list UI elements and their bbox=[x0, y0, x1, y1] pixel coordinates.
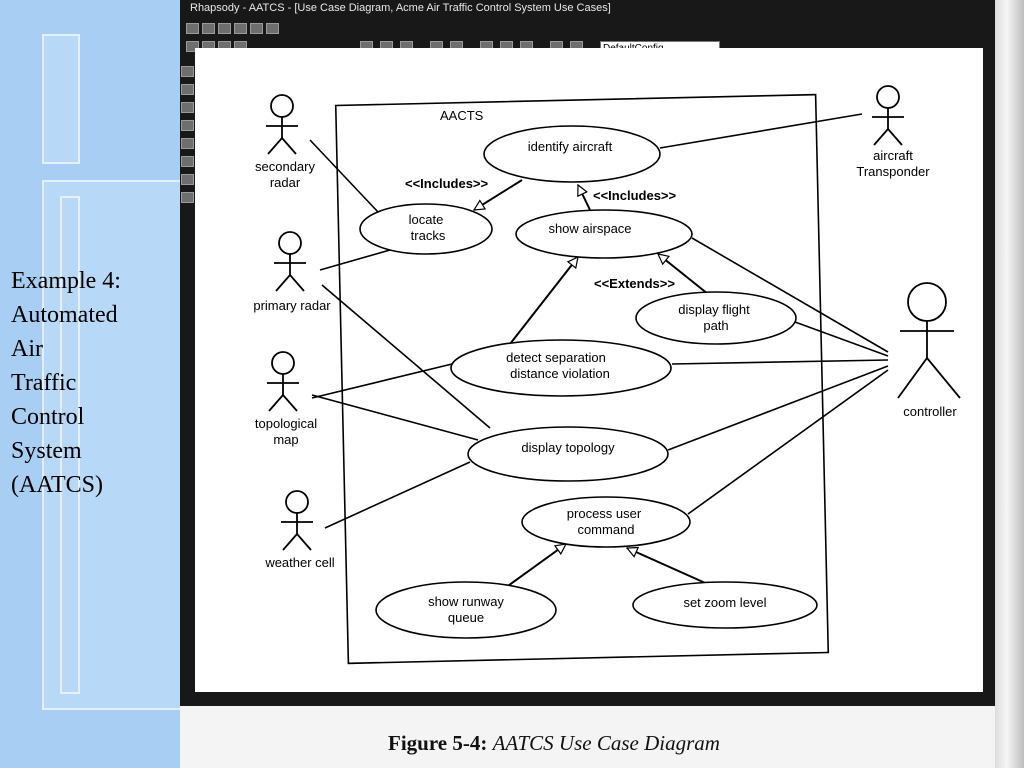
use-case-label: path bbox=[703, 318, 728, 333]
toolbar-icon[interactable] bbox=[266, 23, 279, 34]
toolbar-icon[interactable] bbox=[181, 192, 194, 203]
association-line bbox=[321, 284, 491, 429]
dependency-arrows bbox=[474, 179, 713, 589]
use-case-label: command bbox=[577, 522, 634, 537]
use-case-label: show runway bbox=[428, 594, 504, 609]
toolbar-icon[interactable] bbox=[181, 174, 194, 185]
toolbar-icon[interactable] bbox=[250, 23, 263, 34]
association-line bbox=[309, 139, 379, 213]
actor-aircraft-transponder[interactable]: aircraft Transponder bbox=[856, 85, 930, 179]
figure-title: AATCS Use Case Diagram bbox=[492, 731, 720, 755]
toolbar-icon[interactable] bbox=[181, 84, 194, 95]
actor-label: radar bbox=[270, 175, 301, 190]
actor-controller[interactable]: controller bbox=[897, 282, 961, 419]
toolbar-icon[interactable] bbox=[186, 23, 199, 34]
use-case-identify-aircraft[interactable]: identify aircraft bbox=[483, 125, 661, 183]
slide-title-line: Control bbox=[11, 404, 85, 430]
system-boundary bbox=[334, 93, 830, 665]
slide-title-line: Traffic bbox=[11, 370, 77, 396]
use-case-label: identify aircraft bbox=[528, 139, 613, 154]
slide-title-line: Example 4: bbox=[11, 268, 121, 294]
decorative-bar-top bbox=[42, 34, 80, 164]
actor-label: weather cell bbox=[264, 555, 334, 570]
association-line bbox=[659, 113, 863, 149]
actor-label: Transponder bbox=[856, 164, 930, 179]
toolbar-icon[interactable] bbox=[181, 138, 194, 149]
slide-title-line: (AATCS) bbox=[11, 472, 104, 498]
association-line bbox=[667, 365, 889, 451]
toolbar-icon[interactable] bbox=[218, 23, 231, 34]
actor-secondary-radar[interactable]: secondary radar bbox=[255, 94, 315, 190]
association-line bbox=[671, 359, 889, 365]
side-toolbar bbox=[181, 62, 194, 212]
toolbar-icon[interactable] bbox=[181, 120, 194, 131]
use-case-show-airspace[interactable]: show airspace bbox=[515, 209, 693, 259]
use-case-set-zoom-level[interactable]: set zoom level bbox=[632, 581, 818, 629]
association-line bbox=[794, 321, 889, 357]
actor-label: map bbox=[273, 432, 298, 447]
use-case-label: tracks bbox=[411, 228, 446, 243]
slide-title: Example 4: Automated Air Traffic Control… bbox=[11, 264, 171, 502]
actor-label: topological bbox=[255, 416, 317, 431]
association-line bbox=[691, 237, 889, 353]
association-line bbox=[687, 369, 889, 515]
figure-number: Figure 5-4: bbox=[388, 731, 488, 755]
dependency-arrow bbox=[577, 185, 591, 211]
actor-label: aircraft bbox=[873, 148, 913, 163]
includes-label: <<Includes>> bbox=[593, 188, 677, 203]
actor-label: primary radar bbox=[253, 298, 331, 313]
use-case-label: detect separation bbox=[506, 350, 606, 365]
dependency-arrow bbox=[627, 548, 713, 587]
dependency-arrow bbox=[474, 179, 523, 211]
actor-primary-radar[interactable]: primary radar bbox=[253, 231, 331, 313]
use-case-label: queue bbox=[448, 610, 484, 625]
actor-topological-map[interactable]: topological map bbox=[255, 351, 317, 447]
use-case-display-topology[interactable]: display topology bbox=[467, 426, 669, 482]
use-case-locate-tracks[interactable]: locate tracks bbox=[359, 203, 493, 255]
toolbar-icon[interactable] bbox=[181, 102, 194, 113]
includes-label: <<Includes>> bbox=[405, 176, 489, 191]
use-case-label: display topology bbox=[521, 440, 615, 455]
association-line bbox=[319, 249, 391, 271]
association-lines bbox=[309, 113, 889, 529]
toolbar-icon[interactable] bbox=[202, 23, 215, 34]
toolbar-icon[interactable] bbox=[186, 41, 199, 52]
use-case-label: display flight bbox=[678, 302, 750, 317]
toolbar-icon[interactable] bbox=[234, 23, 247, 34]
association-line bbox=[311, 363, 453, 399]
association-line bbox=[324, 461, 471, 529]
slide-title-line: System bbox=[11, 438, 82, 464]
actor-label: controller bbox=[903, 404, 957, 419]
use-case-detect-separation[interactable]: detect separation distance violation bbox=[450, 339, 672, 397]
extends-label: <<Extends>> bbox=[594, 276, 675, 291]
use-case-show-runway-queue[interactable]: show runway queue bbox=[375, 581, 557, 639]
use-case-label: set zoom level bbox=[683, 595, 766, 610]
use-case-label: locate bbox=[409, 212, 444, 227]
dependency-arrow bbox=[509, 257, 578, 345]
slide-title-line: Automated bbox=[11, 302, 118, 328]
actor-label: secondary bbox=[255, 159, 315, 174]
actor-weather-cell[interactable]: weather cell bbox=[264, 490, 335, 570]
use-case-process-user-command[interactable]: process user command bbox=[521, 496, 691, 548]
toolbar-icon[interactable] bbox=[181, 66, 194, 77]
dependency-arrow bbox=[658, 254, 709, 295]
dependency-arrow bbox=[504, 543, 566, 589]
decorative-bar-inner bbox=[60, 196, 80, 694]
association-line bbox=[311, 394, 479, 441]
use-case-label: distance violation bbox=[510, 366, 610, 381]
page-edge-shadow bbox=[995, 0, 1024, 768]
toolbar-icon[interactable] bbox=[181, 156, 194, 167]
window-title: Rhapsody - AATCS - [Use Case Diagram, Ac… bbox=[190, 2, 611, 14]
slide-title-line: Air bbox=[11, 336, 43, 362]
use-case-label: show airspace bbox=[548, 221, 631, 236]
figure-caption: Figure 5-4: AATCS Use Case Diagram bbox=[388, 731, 720, 756]
use-case-display-flight-path[interactable]: display flight path bbox=[635, 291, 797, 345]
use-case-label: process user bbox=[567, 506, 642, 521]
system-boundary-label: AACTS bbox=[440, 108, 484, 123]
